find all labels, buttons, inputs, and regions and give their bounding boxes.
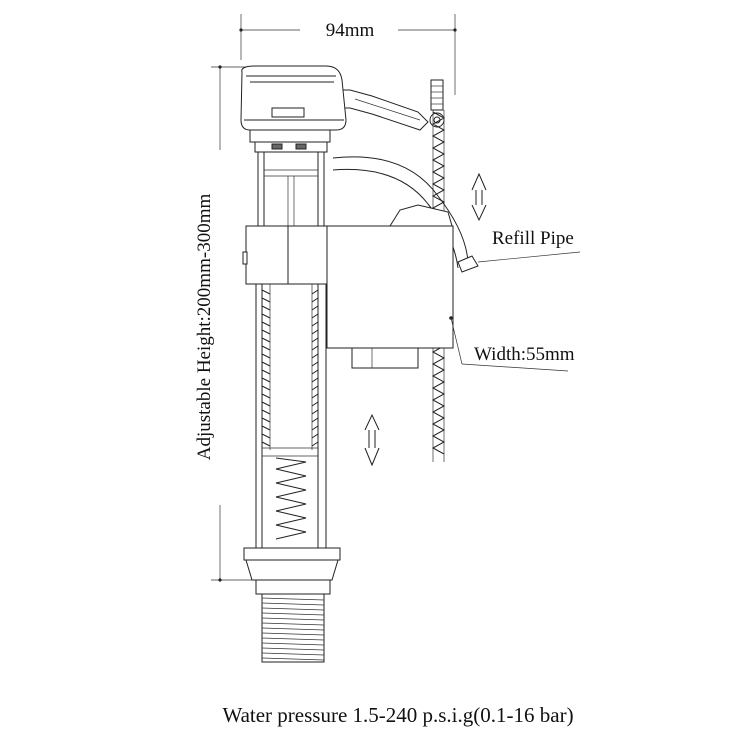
float-arm: [334, 89, 445, 131]
refill-pipe-callout: Refill Pipe: [477, 228, 581, 263]
width-dimension-label: 94mm: [326, 20, 375, 41]
float-body: [242, 204, 454, 369]
arrow-updown-icon: [471, 172, 487, 222]
telescopic-shaft: [255, 284, 327, 548]
body-width-label: Width:55mm: [474, 344, 575, 365]
valve-head: [240, 65, 347, 131]
height-dimension: Adjustable Height:200mm-300mm: [194, 65, 262, 582]
refill-pipe-label: Refill Pipe: [492, 228, 574, 249]
arrow-updown-icon: [364, 413, 380, 467]
threaded-inlet: [261, 593, 325, 663]
upper-shaft: [257, 152, 325, 226]
valve-neck: [249, 129, 331, 153]
width-dimension: 94mm: [239, 14, 457, 95]
width-callout: Width:55mm: [450, 317, 575, 372]
refill-pipe: [332, 156, 479, 273]
height-dimension-label: Adjustable Height:200mm-300mm: [194, 194, 215, 461]
water-pressure-label: Water pressure 1.5-240 p.s.i.g(0.1-16 ba…: [222, 703, 573, 727]
base-flange: [243, 547, 341, 595]
